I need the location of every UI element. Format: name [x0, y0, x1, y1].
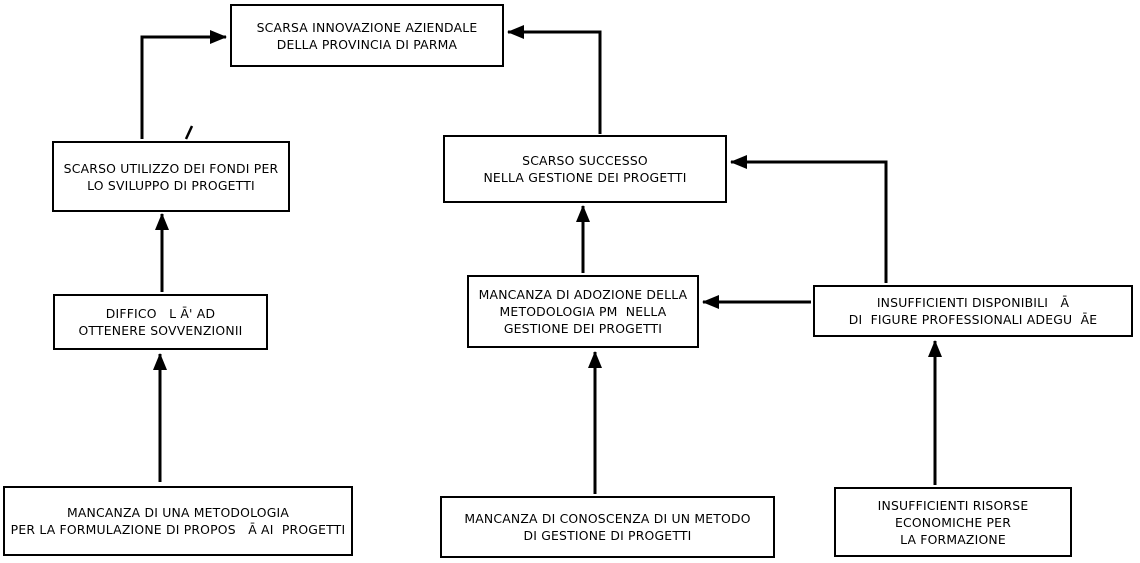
stray-tick-mark — [184, 125, 194, 140]
node-insufficienti-figure: INSUFFICIENTI DISPONIBILI Ā DI FIGURE PR… — [813, 285, 1133, 337]
node-scarsa-innovazione: SCARSA INNOVAZIONE AZIENDALE DELLA PROVI… — [230, 4, 504, 67]
node-text-line: MANCANZA DI UNA METODOLOGIA — [66, 505, 290, 520]
node-text-line: DI GESTIONE DI PROGETTI — [523, 528, 692, 543]
node-text-line: LA FORMAZIONE — [900, 531, 1006, 547]
arrow-successo-to-innovazione — [507, 25, 602, 134]
node-text-line: METODOLOGIA PM NELLA — [499, 304, 667, 319]
node-text-line: OTTENERE SOVVENZIONII — [78, 323, 243, 338]
node-text-line: SCARSO UTILIZZO DEI FONDI PER — [63, 160, 279, 176]
node-text-line: MANCANZA DI ADOZIONE DELLA — [478, 287, 688, 302]
node-mancanza-metodologia: MANCANZA DI UNA METODOLOGIA PER LA FORMU… — [3, 486, 353, 556]
node-text-line: LO SVILUPPO DI PROGETTI — [87, 177, 255, 193]
node-text-line: INSUFFICIENTI DISPONIBILI Ā — [876, 295, 1070, 310]
node-text-line: INSUFFICIENTI RISORSE — [877, 497, 1029, 513]
node-text-line: MANCANZA DI CONOSCENZA DI UN METODO — [464, 511, 751, 526]
node-text-line: DI FIGURE PROFESSIONALI ADEGU ĀE — [848, 312, 1098, 327]
node-text-line: SCARSA INNOVAZIONE AZIENDALE — [256, 19, 478, 35]
node-text-line: PER LA FORMULAZIONE DI PROPOS Ā AI PROGE… — [10, 522, 346, 537]
node-text-line: NELLA GESTIONE DEI PROGETTI — [483, 170, 687, 185]
node-difficolta-sovvenzioni: DIFFICO L Ā' AD OTTENERE SOVVENZIONII — [53, 294, 268, 350]
node-text-line: ECONOMICHE PER — [894, 514, 1012, 530]
node-mancanza-conoscenza: MANCANZA DI CONOSCENZA DI UN METODO DI G… — [440, 496, 775, 558]
node-text-line: DELLA PROVINCIA DI PARMA — [276, 36, 458, 52]
node-insufficienti-risorse: INSUFFICIENTI RISORSE ECONOMICHE PER LA … — [834, 487, 1072, 557]
node-text-line: GESTIONE DEI PROGETTI — [503, 321, 663, 336]
arrow-figure-to-successo — [730, 155, 888, 283]
arrow-fondi-to-innovazione — [140, 30, 227, 139]
node-text-line: DIFFICO L Ā' AD — [105, 306, 216, 321]
node-scarso-successo: SCARSO SUCCESSO NELLA GESTIONE DEI PROGE… — [443, 135, 727, 203]
node-text-line: SCARSO SUCCESSO — [522, 153, 648, 168]
node-scarso-utilizzo-fondi: SCARSO UTILIZZO DEI FONDI PER LO SVILUPP… — [52, 141, 290, 212]
node-mancanza-adozione-pm: MANCANZA DI ADOZIONE DELLA METODOLOGIA P… — [467, 275, 699, 348]
